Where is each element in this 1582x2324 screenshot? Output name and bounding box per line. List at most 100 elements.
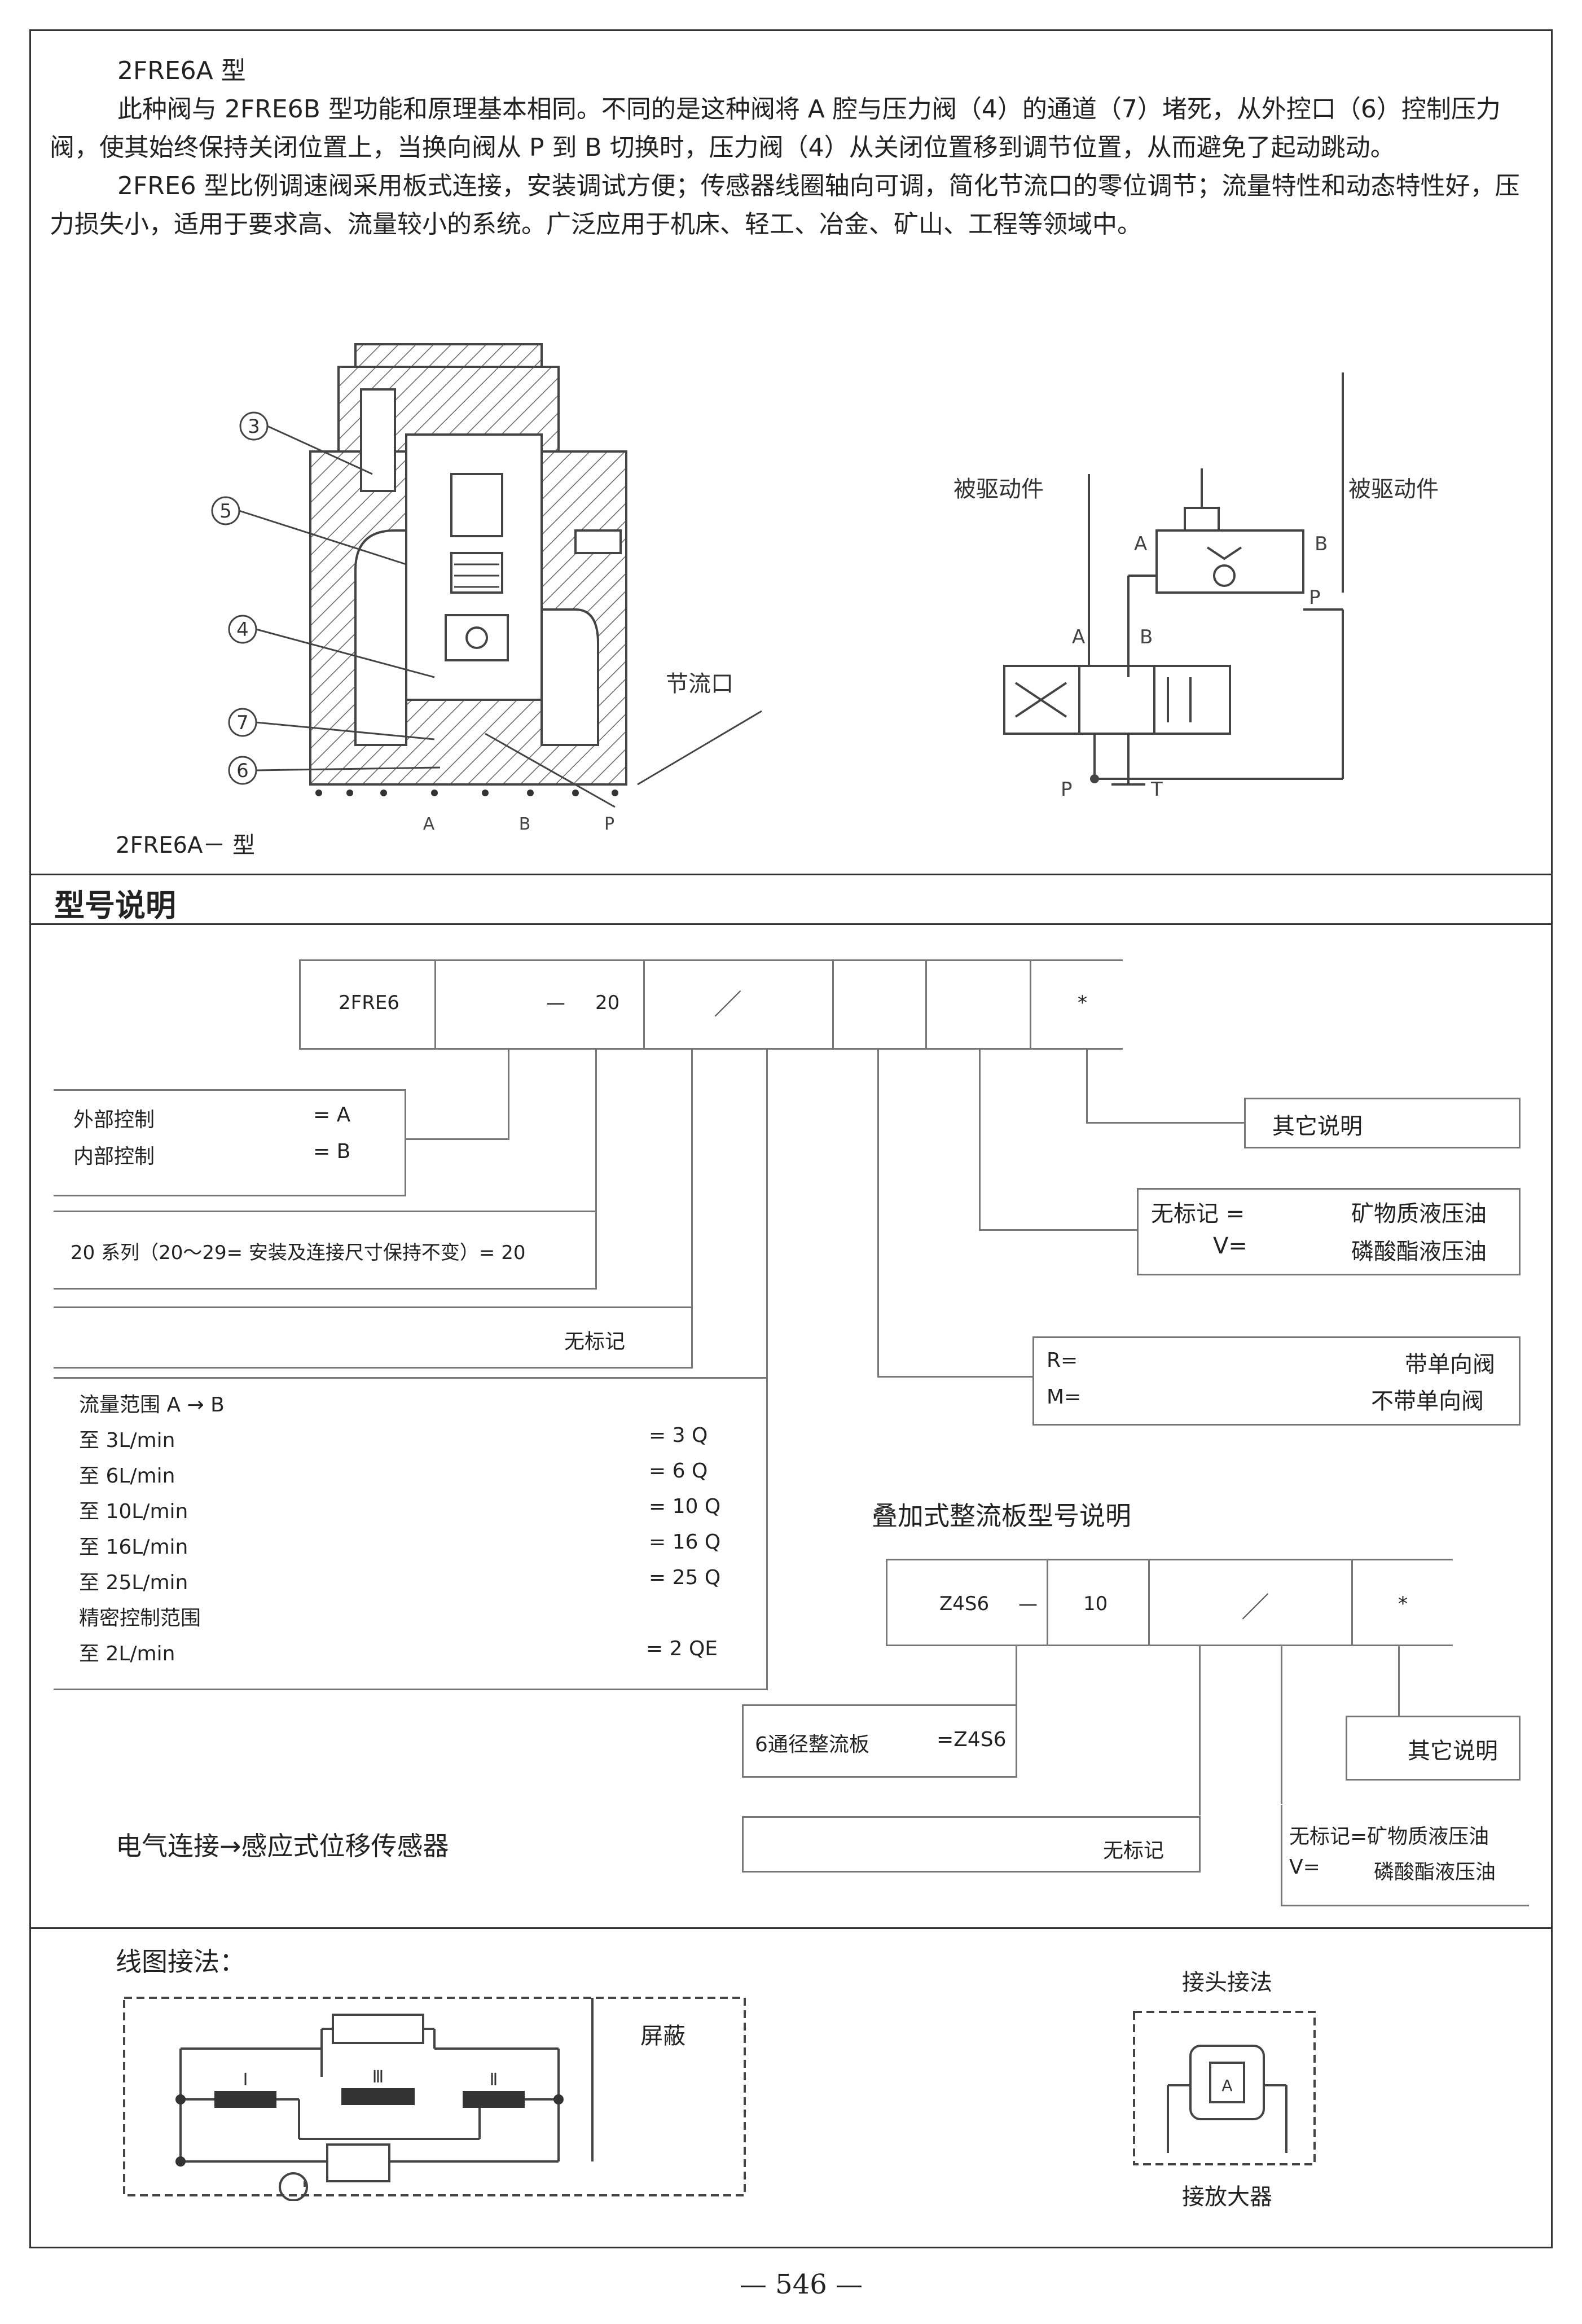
other-box [1244, 1098, 1521, 1148]
section-caption: 2FRE6A－ 型 [116, 832, 256, 858]
flow-item-code: = 3 Q [649, 1424, 708, 1447]
precise-range-label: 至 2L/min [79, 1642, 175, 1665]
schem-port-t: T [1150, 778, 1163, 801]
plate-type-code: =Z4S6 [937, 1728, 1007, 1751]
connector-diagram: A [1133, 2011, 1316, 2165]
schem-port-b: B [1140, 626, 1153, 648]
other-text: 其它说明 [1272, 1113, 1363, 1139]
check-m-value: 不带单向阀 [1371, 1388, 1484, 1414]
callout-4: 4 [236, 619, 249, 641]
plate-type-box [742, 1704, 1017, 1778]
no-mark-box [54, 1306, 693, 1369]
control-external-label: 外部控制 [73, 1108, 155, 1132]
oil-none-value: 矿物质液压油 [1351, 1201, 1487, 1227]
divider-wiring [29, 1927, 1553, 1929]
check-r-label: R= [1047, 1349, 1078, 1372]
flow-item-code: = 6 Q [649, 1459, 708, 1483]
flow-item-label: 至 3L/min [79, 1429, 175, 1452]
plate-code-slash: ／ [1241, 1591, 1269, 1624]
plate-title: 叠加式整流板型号说明 [872, 1501, 1131, 1531]
schem-port-a: A [1072, 626, 1085, 648]
check-m-label: M= [1047, 1385, 1082, 1409]
divider-model-title [29, 923, 1553, 925]
flow-item-code: = 10 Q [649, 1495, 721, 1518]
plate-oil-v-label: V= [1289, 1856, 1320, 1879]
plate-code-base: Z4S6 [939, 1593, 990, 1615]
check-r-value: 带单向阀 [1405, 1352, 1495, 1378]
callout-6: 6 [236, 760, 249, 782]
coil-3-label: Ⅲ [372, 2067, 384, 2087]
schem-port-p: P [1061, 778, 1073, 801]
schem-port-a-top: A [1134, 533, 1147, 555]
coil-1-label: Ⅰ [243, 2070, 248, 2090]
model-section-title: 型号说明 [54, 888, 176, 923]
plate-other-text: 其它说明 [1408, 1738, 1498, 1764]
callout-7: 7 [236, 712, 249, 734]
section-port-p: P [604, 814, 614, 834]
flow-range-title: 流量范围 A → B [79, 1393, 225, 1417]
flow-item-code: = 25 Q [649, 1566, 721, 1589]
plate-oil-line1: 无标记=矿物质液压油 [1289, 1825, 1489, 1848]
wiring-title: 线图接法： [116, 1946, 245, 1977]
plate-no-mark-box [742, 1816, 1201, 1873]
plate-code-dash: — [1018, 1593, 1038, 1615]
series-text: 20 系列（20～29= 安装及连接尺寸保持不变）= 20 [71, 1242, 526, 1264]
driven-part-left: 被驱动件 [953, 476, 1044, 502]
page-frame [29, 29, 1553, 2248]
model-code-base: 2FRE6 [339, 992, 399, 1014]
oil-none-label: 无标记 = [1151, 1201, 1245, 1227]
amplifier-label: 接放大器 [1182, 2184, 1272, 2210]
page-number: — 546 — [739, 2269, 863, 2300]
intro-text: 2FRE6A 型 此种阀与 2FRE6B 型功能和原理基本相同。不同的是这种阀将… [50, 52, 1539, 244]
plate-other-box [1346, 1716, 1521, 1781]
schem-port-p-top: P [1309, 586, 1321, 609]
intro-para-2: 2FRE6 型比例调速阀采用板式连接，安装调试方便；传感器线圈轴向可调，简化节流… [50, 172, 1520, 239]
control-internal-code: = B [313, 1140, 351, 1163]
valve-section-drawing: 3 5 4 7 6 A B P 节流口 [211, 343, 762, 834]
throttle-label: 节流口 [666, 671, 733, 697]
plate-no-mark-text: 无标记 [1103, 1839, 1164, 1862]
driven-part-right: 被驱动件 [1348, 476, 1439, 502]
model-code-slash: ／ [714, 988, 742, 1021]
flow-item-label: 至 6L/min [79, 1464, 175, 1488]
plate-type-label: 6通径整流板 [755, 1733, 869, 1756]
oil-v-value: 磷酸酯液压油 [1351, 1239, 1487, 1265]
divider-model [29, 874, 1553, 875]
flow-range-box [54, 1377, 768, 1690]
control-internal-label: 内部控制 [73, 1145, 155, 1168]
precise-range-title: 精密控制范围 [79, 1607, 201, 1630]
check-valve-box [1032, 1336, 1521, 1426]
shield-label: 屏蔽 [640, 2023, 685, 2049]
control-external-code: = A [313, 1103, 351, 1126]
electric-connection: 电气连接→感应式位移传感器 [116, 1831, 449, 1861]
intro-heading: 2FRE6A 型 [117, 56, 246, 85]
series-box [54, 1211, 597, 1290]
model-code-row [299, 959, 1123, 1050]
connector-code: A [1221, 2076, 1232, 2095]
coil-2-label: Ⅱ [490, 2070, 498, 2090]
oil-box [1137, 1188, 1521, 1275]
plate-oil-box [1281, 1805, 1529, 1906]
plate-code-star: * [1398, 1593, 1408, 1615]
hydraulic-schematic: 被驱动件 被驱动件 A B P A B P T [953, 372, 1439, 801]
oil-v-label: V= [1213, 1233, 1247, 1259]
flow-item-label: 至 25L/min [79, 1571, 188, 1594]
model-code-dash: — [546, 992, 565, 1014]
callout-5: 5 [219, 500, 232, 523]
intro-para-1: 此种阀与 2FRE6B 型功能和原理基本相同。不同的是这种阀将 A 腔与压力阀（… [50, 95, 1501, 162]
plate-code-row [886, 1559, 1453, 1646]
flow-item-code: = 16 Q [649, 1531, 721, 1554]
section-port-a: A [423, 814, 435, 834]
connector-title: 接头接法 [1182, 1970, 1272, 1996]
control-box [54, 1089, 406, 1196]
callout-3: 3 [248, 415, 260, 438]
plate-oil-v-value: 磷酸酯液压油 [1374, 1861, 1496, 1884]
schem-port-b-top: B [1315, 533, 1328, 555]
wiring-diagram: Ⅰ Ⅲ Ⅱ [123, 1997, 746, 2201]
model-code-series: 20 [595, 992, 620, 1014]
section-port-b: B [519, 814, 531, 834]
flow-item-label: 至 16L/min [79, 1536, 188, 1559]
precise-range-code: = 2 QE [646, 1637, 718, 1660]
flow-item-label: 至 10L/min [79, 1500, 188, 1523]
no-mark-text: 无标记 [564, 1330, 626, 1353]
